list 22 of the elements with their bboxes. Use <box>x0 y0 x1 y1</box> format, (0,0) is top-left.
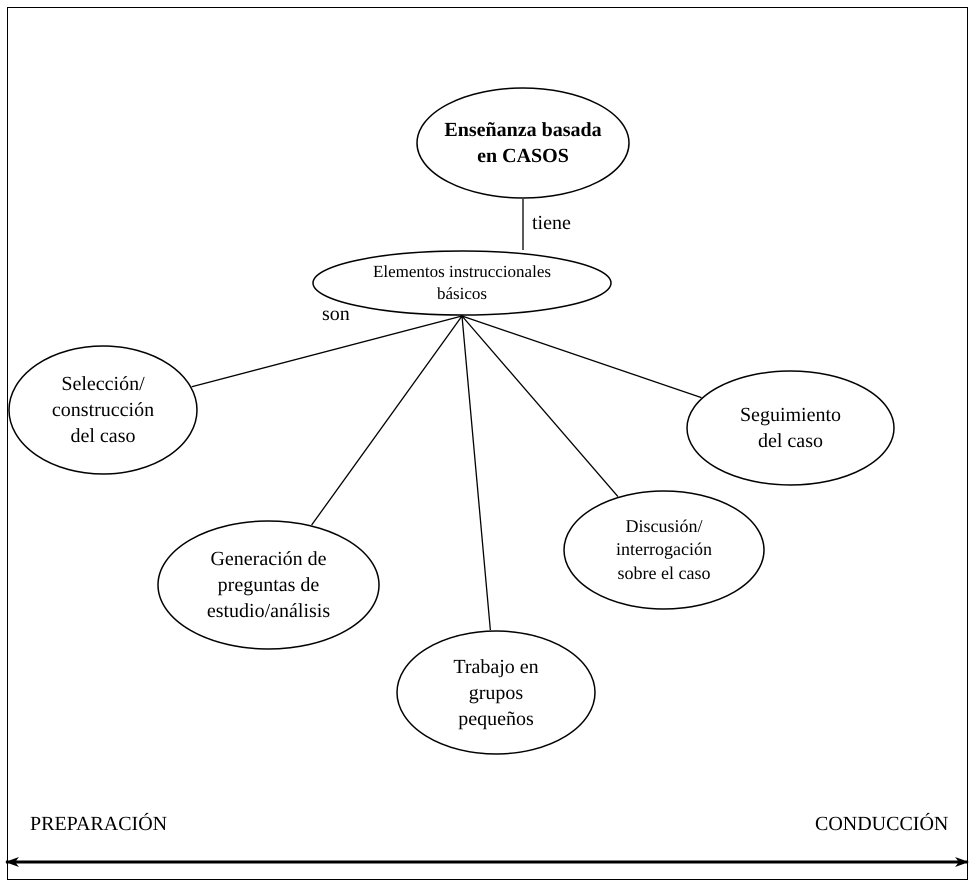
connector-line <box>462 316 618 498</box>
concept-ellipse <box>686 370 895 486</box>
concept-ellipse <box>396 630 596 755</box>
title-ellipse <box>416 87 630 199</box>
concept-ellipse <box>563 490 765 610</box>
connector-line <box>462 315 702 398</box>
connector-line <box>522 199 524 250</box>
node-text: Discusión/ interrogación sobre el caso <box>615 514 713 585</box>
node-text: Generación de preguntas de estudio/análisis <box>206 547 332 624</box>
concept-ellipse <box>157 520 380 650</box>
connector-line <box>311 316 463 526</box>
phase-label: CONDUCCIÓN <box>815 813 948 836</box>
connector-line <box>192 315 462 388</box>
node-text: Elementos instruccionales básicos <box>372 260 552 305</box>
phase-label: PREPARACIÓN <box>30 813 168 836</box>
node-text: Selección/ construcción del caso <box>50 372 156 449</box>
linking-word: son <box>322 303 350 326</box>
node-text: Seguimiento del caso <box>738 403 842 454</box>
connector-line <box>461 316 492 630</box>
concept-ellipse <box>8 345 198 475</box>
node-text: Enseñanza basada en CASOS <box>443 118 603 169</box>
node-text: Trabajo en grupos pequeños <box>452 654 540 732</box>
